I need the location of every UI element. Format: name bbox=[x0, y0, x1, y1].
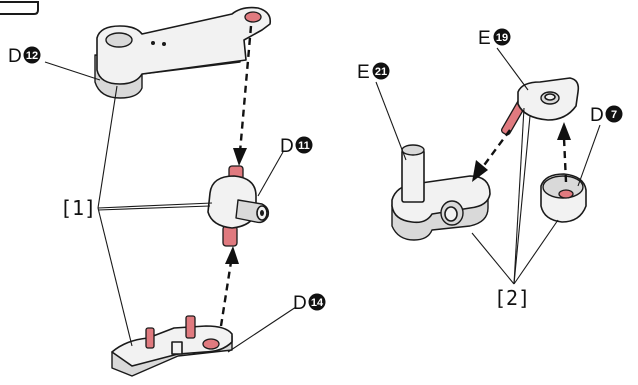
part-d7-collar bbox=[540, 173, 587, 223]
badge-e21 bbox=[372, 62, 390, 80]
badge-d7 bbox=[605, 105, 623, 123]
label-e21-number: 21 bbox=[375, 66, 387, 78]
label-d11-letter: D bbox=[280, 136, 294, 157]
badge-d14 bbox=[308, 293, 326, 311]
label-d7-number: 7 bbox=[611, 109, 617, 121]
label-e21: E 21 bbox=[357, 62, 390, 83]
label-d14-letter: D bbox=[293, 293, 307, 314]
label-d7-letter: D bbox=[590, 105, 604, 126]
part-d11-hub bbox=[207, 165, 270, 247]
label-d12: D 12 bbox=[8, 46, 41, 67]
label-d11-number: 11 bbox=[298, 140, 310, 152]
part-e19-crank bbox=[500, 77, 580, 136]
label-e19: E 19 bbox=[478, 28, 511, 49]
group-2-label: [2] bbox=[494, 286, 530, 310]
part-d14-bracket bbox=[111, 315, 233, 377]
badge-e19 bbox=[493, 28, 511, 46]
label-d12-letter: D bbox=[8, 46, 22, 67]
leader-lines bbox=[44, 47, 601, 353]
label-d14: D 14 bbox=[293, 293, 326, 314]
label-e21-letter: E bbox=[357, 62, 370, 83]
label-d7: D 7 bbox=[590, 105, 623, 126]
label-d14-number: 14 bbox=[311, 297, 324, 309]
part-e21-shaft bbox=[391, 144, 491, 241]
badge-d12 bbox=[23, 46, 41, 64]
assembly-arrows bbox=[219, 25, 571, 327]
group-1-label: [1] bbox=[60, 196, 96, 220]
label-d11: D 11 bbox=[280, 136, 313, 157]
label-d12-number: 12 bbox=[26, 50, 38, 62]
label-e19-letter: E bbox=[478, 28, 491, 49]
step-box-corner bbox=[0, 1, 39, 15]
part-d12-arm bbox=[94, 6, 272, 99]
badge-d11 bbox=[295, 136, 313, 154]
label-e19-number: 19 bbox=[496, 32, 508, 44]
